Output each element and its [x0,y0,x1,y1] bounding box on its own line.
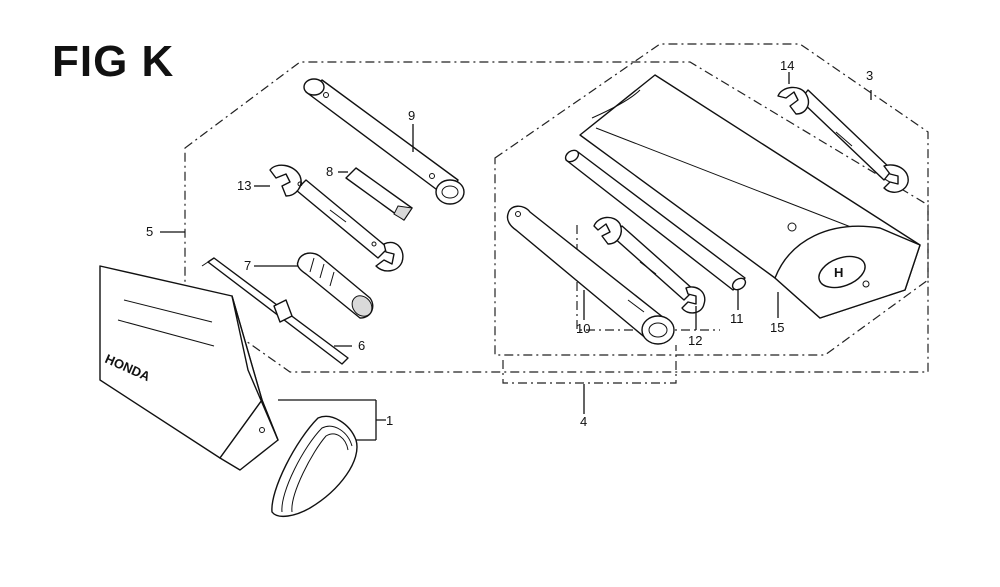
box-spanner-10 [506,205,675,345]
open-end-wrench-14 [777,86,909,193]
group-outline-4-bracket [502,345,677,384]
screwdriver-handle-7 [296,252,374,319]
callout-1: 1 [386,413,393,428]
callout-labels: 1 3 4 5 6 7 8 9 10 11 12 13 14 15 [146,58,873,429]
callout-11: 11 [730,311,744,326]
callout-3: 3 [866,68,873,83]
callout-13: 13 [237,178,251,193]
tommy-bar-8 [345,167,413,221]
figure-title: FIG K [52,37,175,86]
tool-case-end-cap [271,415,358,518]
leader-lines [160,72,872,441]
box-wrench-9 [303,78,465,205]
callout-8: 8 [326,164,333,179]
open-end-wrench-12 [593,216,706,314]
callout-14: 14 [780,58,794,73]
screwdriver-shaft-6 [201,257,349,365]
callout-12: 12 [688,333,702,348]
callout-7: 7 [244,258,251,273]
group-outline-3 [494,43,929,356]
tool-case-1: HONDA [99,265,279,471]
callout-10: 10 [576,321,590,336]
callout-15: 15 [770,320,784,335]
rod-11 [564,149,747,291]
callout-4: 4 [580,414,587,429]
bag-logo-text: H [834,265,843,280]
callout-6: 6 [358,338,365,353]
callout-5: 5 [146,224,153,239]
tool-bag-15: H [579,74,921,319]
callout-9: 9 [408,108,415,123]
open-end-wrench-13 [269,164,404,272]
